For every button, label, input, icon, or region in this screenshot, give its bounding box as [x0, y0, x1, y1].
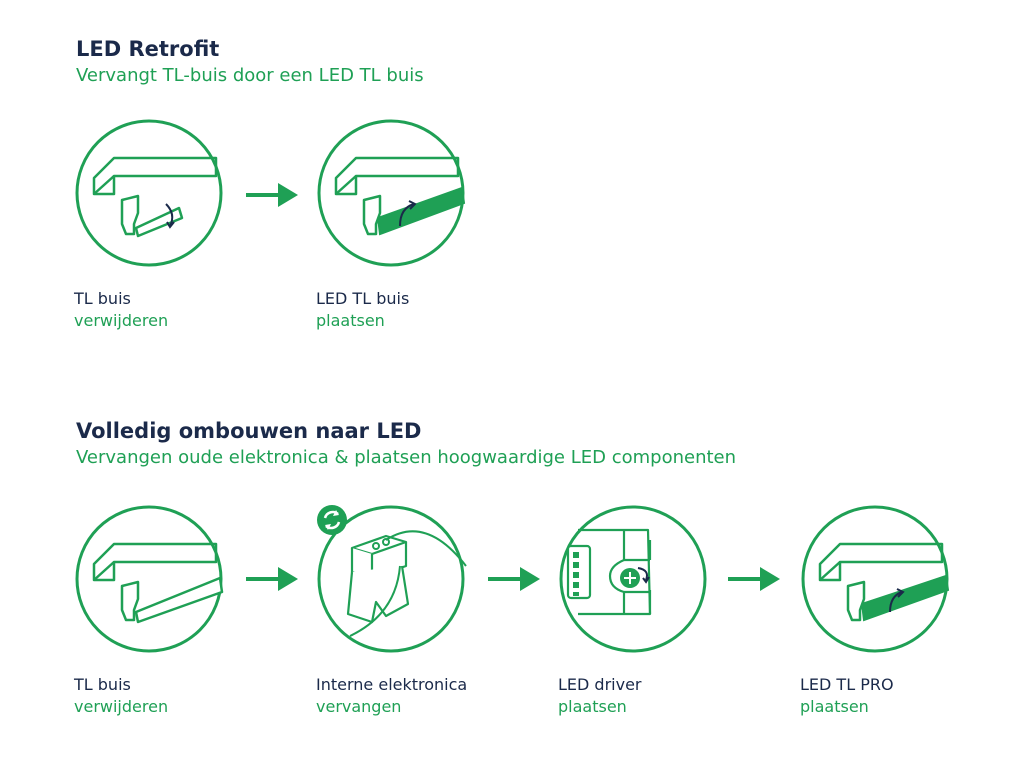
step-caption: LED TL PRO plaatsen — [800, 674, 1024, 718]
step-tl-buis-verwijderen-2: TL buis verwijderen — [74, 504, 304, 718]
arrow-right-icon — [488, 567, 540, 591]
step-label: TL buis — [74, 675, 131, 694]
section-title: LED Retrofit — [76, 37, 220, 61]
section-led-retrofit: LED Retrofit Vervangt TL-buis door een L… — [76, 36, 424, 88]
step-action: verwijderen — [74, 311, 169, 330]
step-caption: Interne elektronica vervangen — [316, 674, 546, 718]
step-caption: TL buis verwijderen — [74, 288, 304, 332]
step-led-tl-buis-plaatsen: LED TL buis plaatsen — [316, 118, 546, 332]
refresh-icon — [317, 505, 347, 535]
step-led-tl-pro: LED TL PRO plaatsen — [800, 504, 1024, 718]
led-tube-place-icon — [317, 119, 466, 267]
step-caption: LED driver plaatsen — [558, 674, 788, 718]
section-title: Volledig ombouwen naar LED — [76, 419, 422, 443]
tl-tube-remove-icon — [75, 119, 223, 267]
led-tl-pro-icon — [801, 505, 950, 653]
step-interne-elektronica: Interne elektronica vervangen — [316, 504, 546, 718]
led-driver-icon — [559, 505, 707, 653]
arrow-right-icon — [728, 567, 780, 591]
step-action: plaatsen — [800, 697, 869, 716]
step-label: TL buis — [74, 289, 131, 308]
step-action: plaatsen — [316, 311, 385, 330]
step-label: LED TL buis — [316, 289, 410, 308]
section-subtitle: Vervangt TL-buis door een LED TL buis — [76, 65, 424, 86]
step-label: LED driver — [558, 675, 642, 694]
step-label: Interne elektronica — [316, 675, 468, 694]
step-tl-buis-verwijderen: TL buis verwijderen — [74, 118, 304, 332]
arrow-right-icon — [246, 183, 298, 207]
ballast-replace-icon — [317, 505, 467, 653]
step-caption: TL buis verwijderen — [74, 674, 304, 718]
step-caption: LED TL buis plaatsen — [316, 288, 546, 332]
arrow-right-icon — [246, 567, 298, 591]
step-led-driver: LED driver plaatsen — [558, 504, 788, 718]
tl-tube-remove-icon — [75, 505, 224, 653]
section-subtitle: Vervangen oude elektronica & plaatsen ho… — [76, 447, 737, 468]
section-volledig-ombouwen: Volledig ombouwen naar LED Vervangen oud… — [76, 418, 736, 470]
step-label: LED TL PRO — [800, 675, 894, 694]
step-action: verwijderen — [74, 697, 169, 716]
step-action: plaatsen — [558, 697, 627, 716]
step-action: vervangen — [316, 697, 402, 716]
